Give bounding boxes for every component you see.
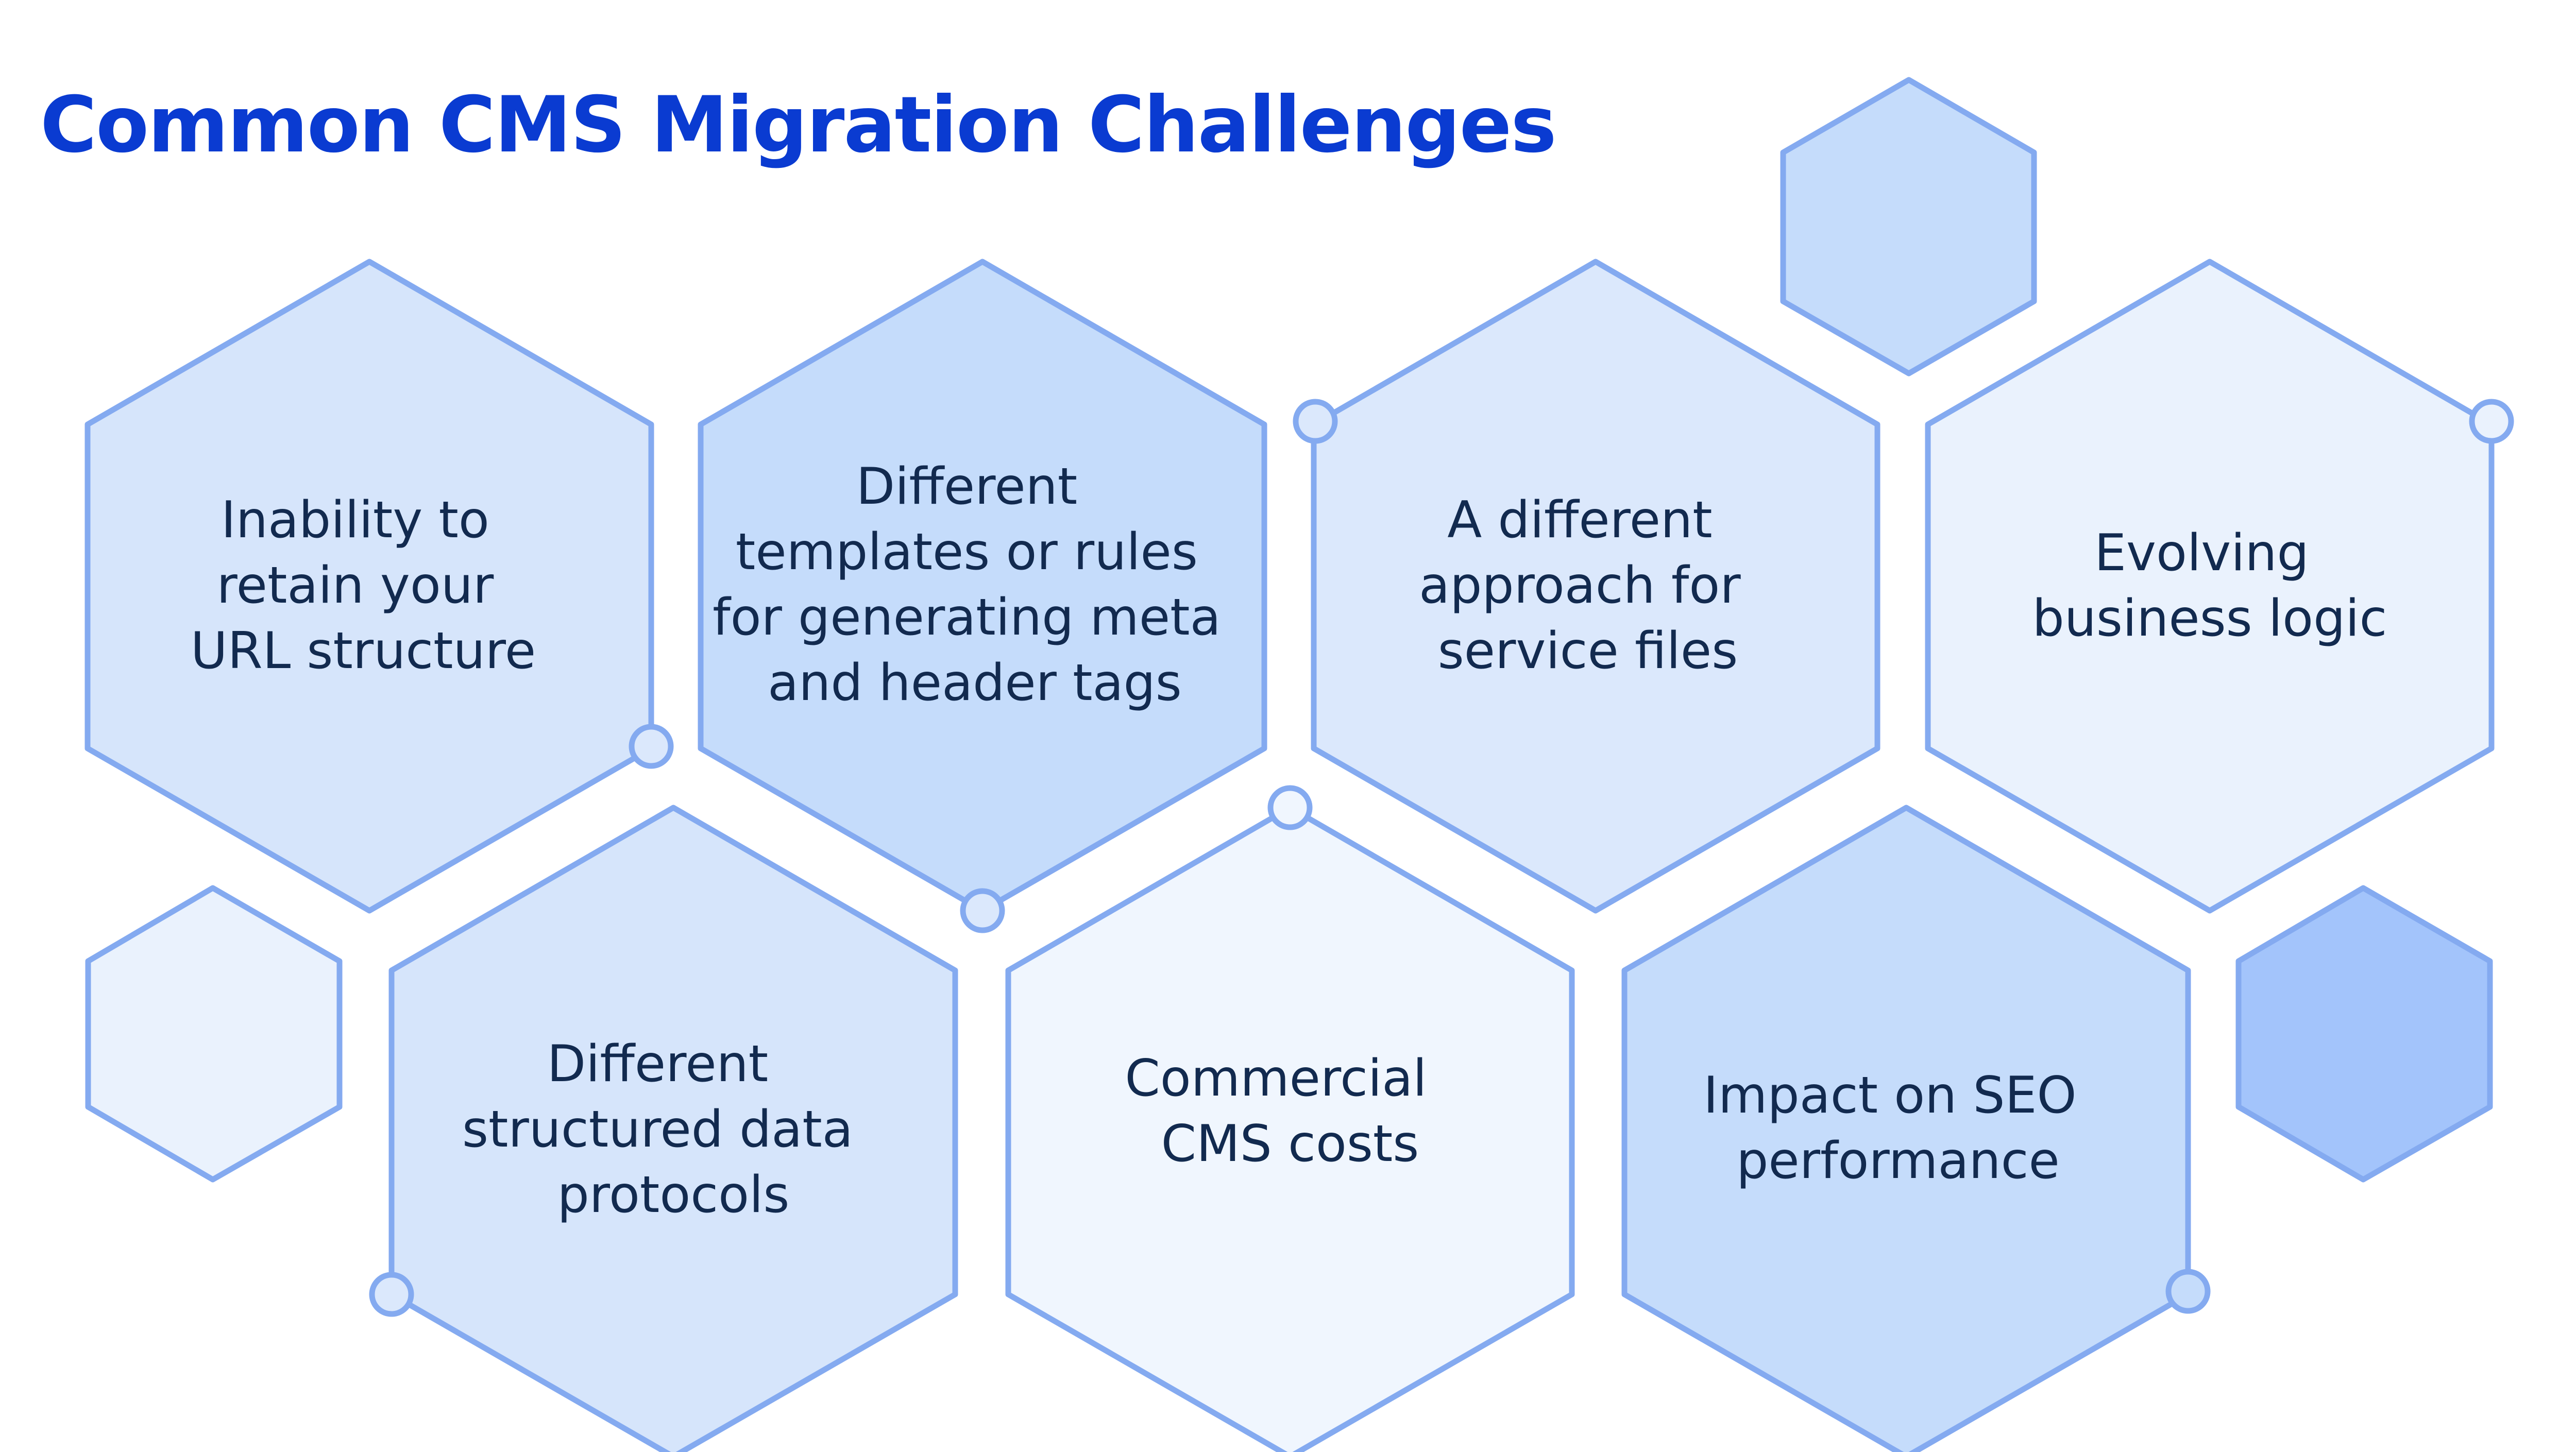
connector-dot (2165, 1269, 2211, 1314)
challenge-text-line: URL structure (191, 622, 536, 680)
challenge-hexagon-business-logic: Evolving business logic (1925, 259, 2514, 914)
decorative-hexagon-right (2235, 885, 2493, 1183)
challenge-hexagon-url-structure: Inability to retain your URL structure (84, 259, 674, 914)
decorative-hexagon-top (1780, 77, 2037, 377)
challenge-text-line: retain your (217, 556, 494, 615)
challenge-text-line: Evolving (2094, 524, 2309, 583)
challenge-text-line: Different (856, 457, 1077, 516)
svg-text:Impact on SEO performanc: Impact on SEO performance (1703, 1066, 2093, 1190)
challenge-text-line: protocols (557, 1166, 790, 1224)
challenge-text-line: Commercial (1125, 1049, 1427, 1108)
challenge-hexagon-structured-data: Different structured data protocols (369, 805, 958, 1452)
challenge-text-line: for generating meta (713, 588, 1221, 647)
challenge-text-line: service files (1438, 622, 1738, 680)
challenge-text-line: Impact on SEO (1703, 1066, 2077, 1125)
connector-dot (629, 724, 674, 769)
challenge-hexagon-seo-performance: Impact on SEO performance (1621, 805, 2211, 1452)
challenge-text-line: CMS costs (1161, 1115, 1419, 1173)
svg-text:Inability to retain your: Inability to retain your URL structure (191, 491, 536, 680)
svg-text:Different templates or r: Different templates or rules for generat… (713, 457, 1237, 712)
challenge-text-line: performance (1736, 1132, 2060, 1190)
challenge-text-line: and header tags (768, 654, 1182, 712)
challenge-hexagon-templates-meta: Different templates or rules for generat… (698, 259, 1267, 933)
svg-text:Evolving business logic: Evolving business logic (2032, 524, 2387, 648)
connector-dot (369, 1272, 414, 1317)
challenge-text-line: Different (547, 1035, 768, 1094)
challenge-text-line: templates or rules (736, 523, 1198, 582)
challenge-text-line: A different (1447, 491, 1712, 550)
connector-dot (1293, 399, 1338, 444)
connector-dot (1267, 785, 1313, 830)
challenge-hexagon-service-files: A different approach for service files (1293, 259, 1880, 914)
svg-text:Different structured dat: Different structured data protocols (462, 1035, 869, 1224)
connector-dot (960, 888, 1005, 933)
svg-text:Commercial CMS costs: Commercial CMS costs (1125, 1049, 1443, 1173)
challenge-text-line: Inability to (221, 491, 489, 550)
challenge-text-line: approach for (1419, 556, 1741, 615)
connector-dot (2469, 399, 2514, 444)
svg-text:A different approach for: A different approach for service files (1419, 491, 1757, 680)
challenge-text-line: business logic (2032, 589, 2387, 648)
challenge-text-line: structured data (462, 1100, 853, 1159)
challenge-hexagon-cms-costs: Commercial CMS costs (1005, 785, 1575, 1452)
decorative-hexagon-left (85, 885, 343, 1183)
page-title: Common CMS Migration Challenges (40, 80, 1557, 170)
